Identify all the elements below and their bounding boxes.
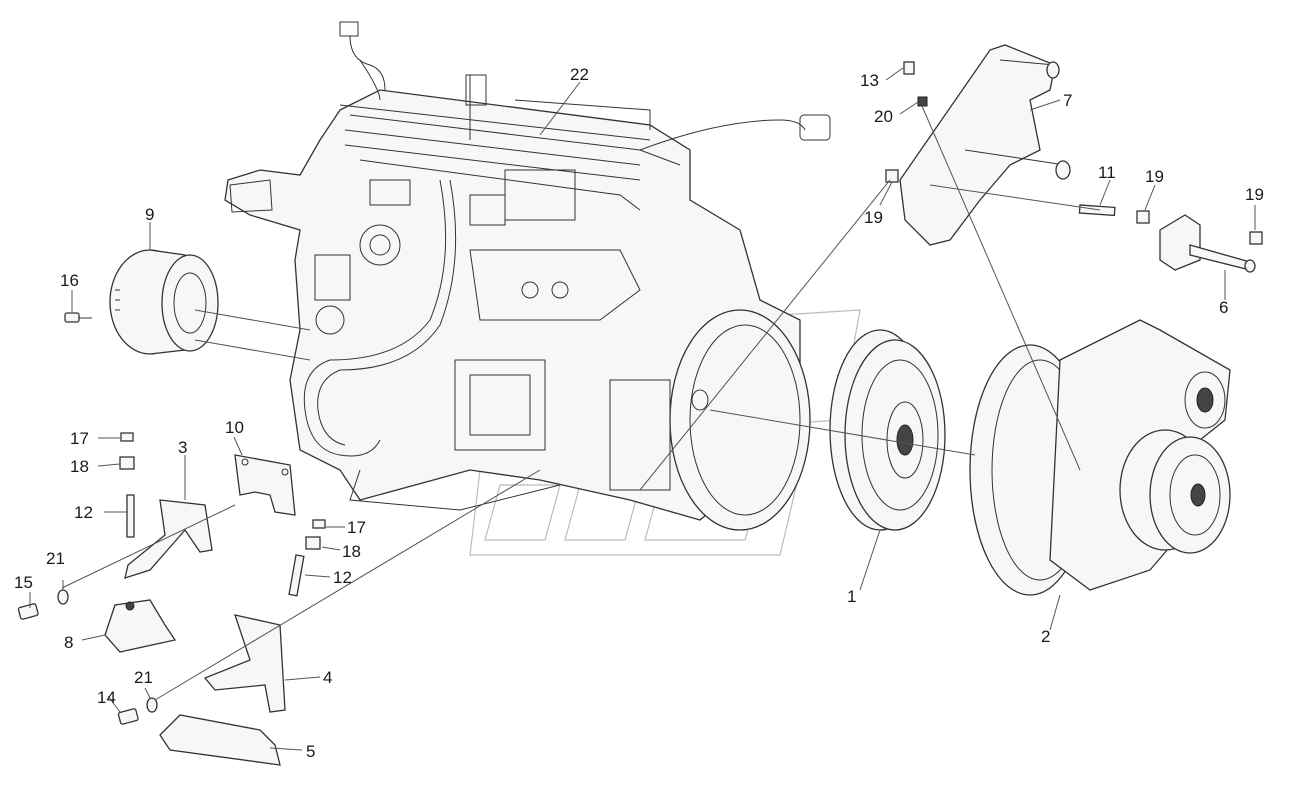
label-9: 9 [145, 205, 154, 224]
bolts-and-washers [17, 589, 158, 725]
adapter-housing [969, 319, 1231, 596]
label-22: 22 [570, 65, 589, 84]
label-1: 1 [847, 587, 856, 606]
label-20: 20 [874, 107, 893, 126]
bolt-16 [64, 312, 92, 323]
label-18b: 18 [342, 542, 361, 561]
label-18a: 18 [70, 457, 89, 476]
engine-block [224, 21, 831, 521]
label-17a: 17 [70, 429, 89, 448]
label-17b: 17 [347, 518, 366, 537]
label-11: 11 [1098, 163, 1116, 182]
leader-lines [29, 67, 1256, 751]
callout-labels: 22 9 16 10 3 17 18 12 21 15 8 21 14 4 5 … [14, 65, 1264, 761]
shaft-6 [1159, 214, 1256, 273]
clutch-disc [829, 329, 946, 531]
label-7: 7 [1063, 91, 1072, 110]
plate-10 [234, 454, 296, 516]
bracket-7 [899, 44, 1071, 246]
label-5: 5 [306, 742, 315, 761]
bracket-4 [203, 614, 286, 713]
label-15: 15 [14, 573, 33, 592]
label-16: 16 [60, 271, 79, 290]
label-4: 4 [323, 668, 332, 687]
label-21b: 21 [134, 668, 153, 687]
label-21a: 21 [46, 549, 65, 568]
pulley-damper [109, 249, 219, 355]
label-2: 2 [1041, 627, 1050, 646]
label-3: 3 [178, 438, 187, 457]
label-10: 10 [225, 418, 244, 437]
small-hardware-top [885, 61, 1263, 245]
label-13: 13 [860, 71, 879, 90]
label-19c: 19 [864, 208, 883, 227]
label-6: 6 [1219, 298, 1228, 317]
rubber-mount-5 [159, 714, 281, 766]
label-12b: 12 [333, 568, 352, 587]
rubber-mount-8 [104, 599, 177, 653]
studs-and-nuts [119, 432, 326, 597]
pin-11 [1078, 204, 1116, 217]
label-12a: 12 [74, 503, 93, 522]
label-19a: 19 [1145, 167, 1164, 186]
flywheel-housing [669, 309, 811, 531]
bracket-3 [124, 499, 213, 579]
label-14: 14 [97, 688, 116, 707]
label-8: 8 [64, 633, 73, 652]
label-19b: 19 [1245, 185, 1264, 204]
